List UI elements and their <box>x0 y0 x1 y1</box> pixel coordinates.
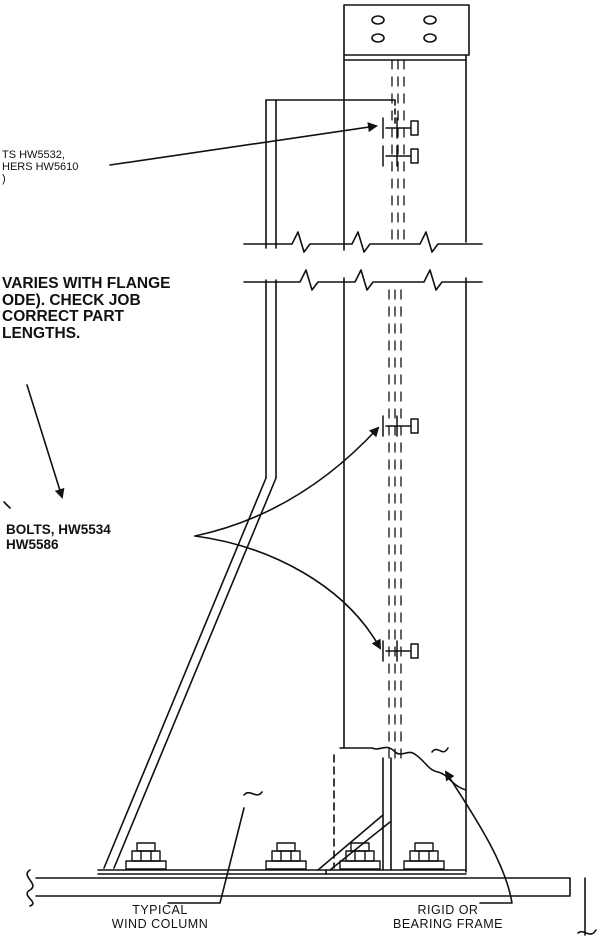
label-wind-column: TYPICAL WIND COLUMN <box>100 903 220 931</box>
leader-lines <box>26 122 513 904</box>
wind-column <box>103 99 396 869</box>
tick-mark <box>3 501 11 509</box>
bolt-symbols <box>382 117 419 662</box>
tilde-mark-left <box>243 791 263 796</box>
callout-flange-note: VARIES WITH FLANGE ODE). CHECK JOB CORRE… <box>2 275 171 343</box>
callout-bolts-washers-line-2: HERS HW5610 <box>2 160 79 173</box>
break-lines <box>243 231 483 291</box>
top-cap-plate <box>343 4 470 56</box>
callout-flange-note-line-1: VARIES WITH FLANGE <box>2 275 171 292</box>
callout-flange-note-line-4: LENGTHS. <box>2 325 81 343</box>
callout-bolts-washers-line-3: ) <box>2 172 6 185</box>
callout-bolts-washers-line-1: TS HW5532, <box>2 149 65 161</box>
callout-bolts-lower-line-1: BOLTS, HW5534 <box>6 522 111 537</box>
label-rigid-frame-line-2: BEARING FRAME <box>393 916 503 931</box>
callout-bolts-washers: TS HW5532, HERS HW5610 ) <box>2 149 79 186</box>
callout-bolts-lower-line-2: HW5586 <box>6 536 59 552</box>
label-rigid-frame-line-1: RIGID OR <box>417 903 479 917</box>
anchor-nuts <box>125 842 445 870</box>
callout-bolts-lower: BOLTS, HW5534 HW5586 <box>6 522 111 552</box>
bolt-line <box>388 59 405 761</box>
rigid-frame-column <box>339 54 467 873</box>
callout-flange-note-line-3: CORRECT PART <box>2 308 124 326</box>
label-wind-column-line-2: WIND COLUMN <box>111 916 209 931</box>
base-assembly <box>26 757 597 936</box>
label-wind-column-line-1: TYPICAL <box>132 903 188 917</box>
label-rigid-frame: RIGID OR BEARING FRAME <box>378 903 518 931</box>
callout-flange-note-line-2: ODE). CHECK JOB <box>2 291 141 309</box>
tilde-mark-right <box>431 747 449 753</box>
